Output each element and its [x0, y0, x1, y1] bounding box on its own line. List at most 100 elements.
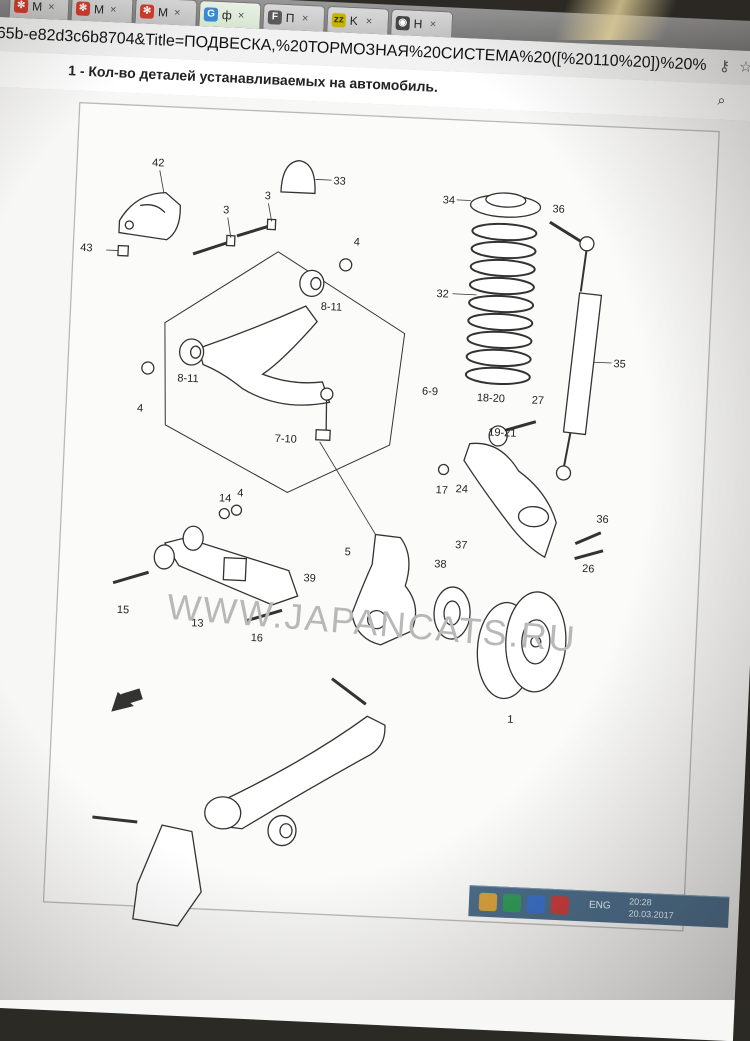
coil-spring-part[interactable]	[464, 222, 538, 386]
spring-coil	[464, 366, 531, 386]
bushing-part[interactable]	[182, 525, 204, 551]
close-tab-icon[interactable]: ×	[301, 12, 309, 25]
part-label: 3	[223, 204, 230, 216]
red-gear-icon: ✻	[75, 0, 91, 16]
app-icon[interactable]	[502, 893, 522, 913]
bolt-part[interactable]	[331, 677, 367, 706]
part-label: 36	[596, 514, 609, 527]
part-label: 37	[455, 539, 468, 552]
browser-tab-3[interactable]: ✻ M ×	[134, 0, 198, 26]
spring-coil	[466, 330, 533, 350]
part-label: 15	[117, 604, 130, 617]
bushing-part[interactable]	[153, 544, 175, 570]
key-icon[interactable]: ⚷	[718, 57, 731, 76]
spring-coil	[470, 240, 537, 260]
part-label: 26	[582, 563, 595, 576]
close-tab-icon[interactable]: ×	[47, 0, 55, 13]
browser-tab-7[interactable]: ◉ Н ×	[390, 8, 454, 38]
spring-seat-part[interactable]	[469, 191, 542, 218]
bushing-part[interactable]	[178, 338, 205, 366]
part-label: 13	[191, 617, 204, 630]
nut-part[interactable]	[230, 504, 243, 516]
part-labels: 42 33 43 3 3 4 34 36 32 35 8-11 8-11 4 6…	[80, 157, 626, 726]
bolt-part[interactable]	[549, 220, 582, 243]
close-tab-icon[interactable]: ×	[173, 6, 181, 19]
nut-part[interactable]	[339, 258, 353, 272]
close-tab-icon[interactable]: ×	[429, 17, 437, 31]
mount-bracket-part[interactable]	[132, 824, 204, 927]
part-label: 18-20	[477, 392, 506, 405]
close-tab-icon[interactable]: ×	[237, 9, 245, 22]
bolt-part[interactable]	[574, 549, 604, 561]
clock-time: 20:28	[628, 896, 652, 908]
upper-control-arm-part[interactable]	[195, 301, 337, 433]
part-label: 4	[137, 403, 144, 415]
upper-arm-outline	[164, 251, 406, 494]
spring-coil	[471, 222, 538, 242]
browser-tab-5[interactable]: F П ×	[262, 2, 326, 32]
bolt-part[interactable]	[246, 608, 283, 623]
browser-tab-2[interactable]: ✻ M ×	[70, 0, 134, 23]
part-label: 42	[152, 157, 165, 170]
lower-control-arm-part[interactable]	[203, 709, 386, 850]
part-label: 8-11	[177, 372, 199, 385]
wheel-hub-part[interactable]	[433, 586, 471, 640]
part-label: 24	[455, 483, 468, 496]
bushing-part[interactable]	[488, 425, 508, 447]
nut-part[interactable]	[117, 244, 130, 257]
close-tab-icon[interactable]: ×	[109, 3, 117, 16]
part-label: 4	[237, 487, 244, 499]
part-label: 5	[344, 546, 351, 558]
part-label: 33	[333, 175, 346, 188]
car-icon: ◉	[395, 15, 411, 31]
app-icon[interactable]	[550, 895, 570, 915]
bolt-part[interactable]	[92, 815, 138, 824]
nut-part[interactable]	[437, 463, 450, 476]
red-gear-icon: ✻	[13, 0, 29, 13]
nut-part[interactable]	[141, 361, 155, 375]
part-label: 19-21	[488, 427, 517, 440]
clock-date: 20.03.2017	[628, 908, 674, 921]
spring-coil	[465, 348, 532, 368]
zz-icon: zz	[331, 12, 347, 28]
red-gear-icon: ✻	[139, 3, 155, 19]
bushing-part[interactable]	[299, 269, 325, 298]
part-label: 7-10	[274, 433, 297, 446]
bolt-part[interactable]	[504, 420, 537, 432]
knuckle-part[interactable]	[351, 533, 419, 647]
spring-coil	[468, 294, 535, 314]
star-icon[interactable]: ☆	[738, 58, 750, 77]
part-label: 35	[613, 358, 626, 371]
part-label: 34	[442, 194, 455, 207]
folder-icon[interactable]	[478, 892, 498, 912]
bolt-part[interactable]	[574, 531, 602, 545]
part-label: 38	[434, 558, 447, 571]
browser-tab-4[interactable]: G ф ×	[198, 0, 262, 29]
upper-bracket-part[interactable]	[118, 191, 181, 241]
washer-part[interactable]	[218, 507, 230, 520]
brake-drum-part[interactable]	[475, 589, 568, 701]
bolt-part[interactable]	[236, 218, 277, 238]
bolt-part[interactable]	[112, 570, 150, 585]
part-label: 17	[435, 484, 448, 497]
app-icon[interactable]	[526, 894, 546, 914]
diagram-viewport: WWW.JAPANCATS.RU 42 33 43	[0, 85, 750, 1041]
browser-tab-6[interactable]: zz K ×	[326, 5, 390, 35]
f-icon: F	[267, 9, 283, 25]
part-label: 39	[303, 572, 316, 585]
shock-absorber-part[interactable]	[555, 236, 604, 481]
bump-stop-cap-part[interactable]	[280, 160, 316, 195]
part-label: 4	[353, 236, 360, 248]
trailing-link-part[interactable]	[460, 442, 560, 559]
close-tab-icon[interactable]: ×	[365, 15, 373, 28]
language-indicator[interactable]: ENG	[588, 899, 611, 912]
part-label: 6-9	[422, 385, 438, 398]
part-label: 14	[219, 492, 232, 505]
washer-part[interactable]	[315, 429, 331, 442]
spring-coil	[467, 312, 534, 332]
suspension-parts-diagram: WWW.JAPANCATS.RU 42 33 43	[42, 101, 720, 932]
zoom-icon[interactable]: ⌕	[717, 91, 726, 108]
part-label: 16	[250, 632, 263, 645]
part-label: 36	[552, 203, 565, 216]
clock[interactable]: 20:28 20.03.2017	[628, 895, 674, 921]
